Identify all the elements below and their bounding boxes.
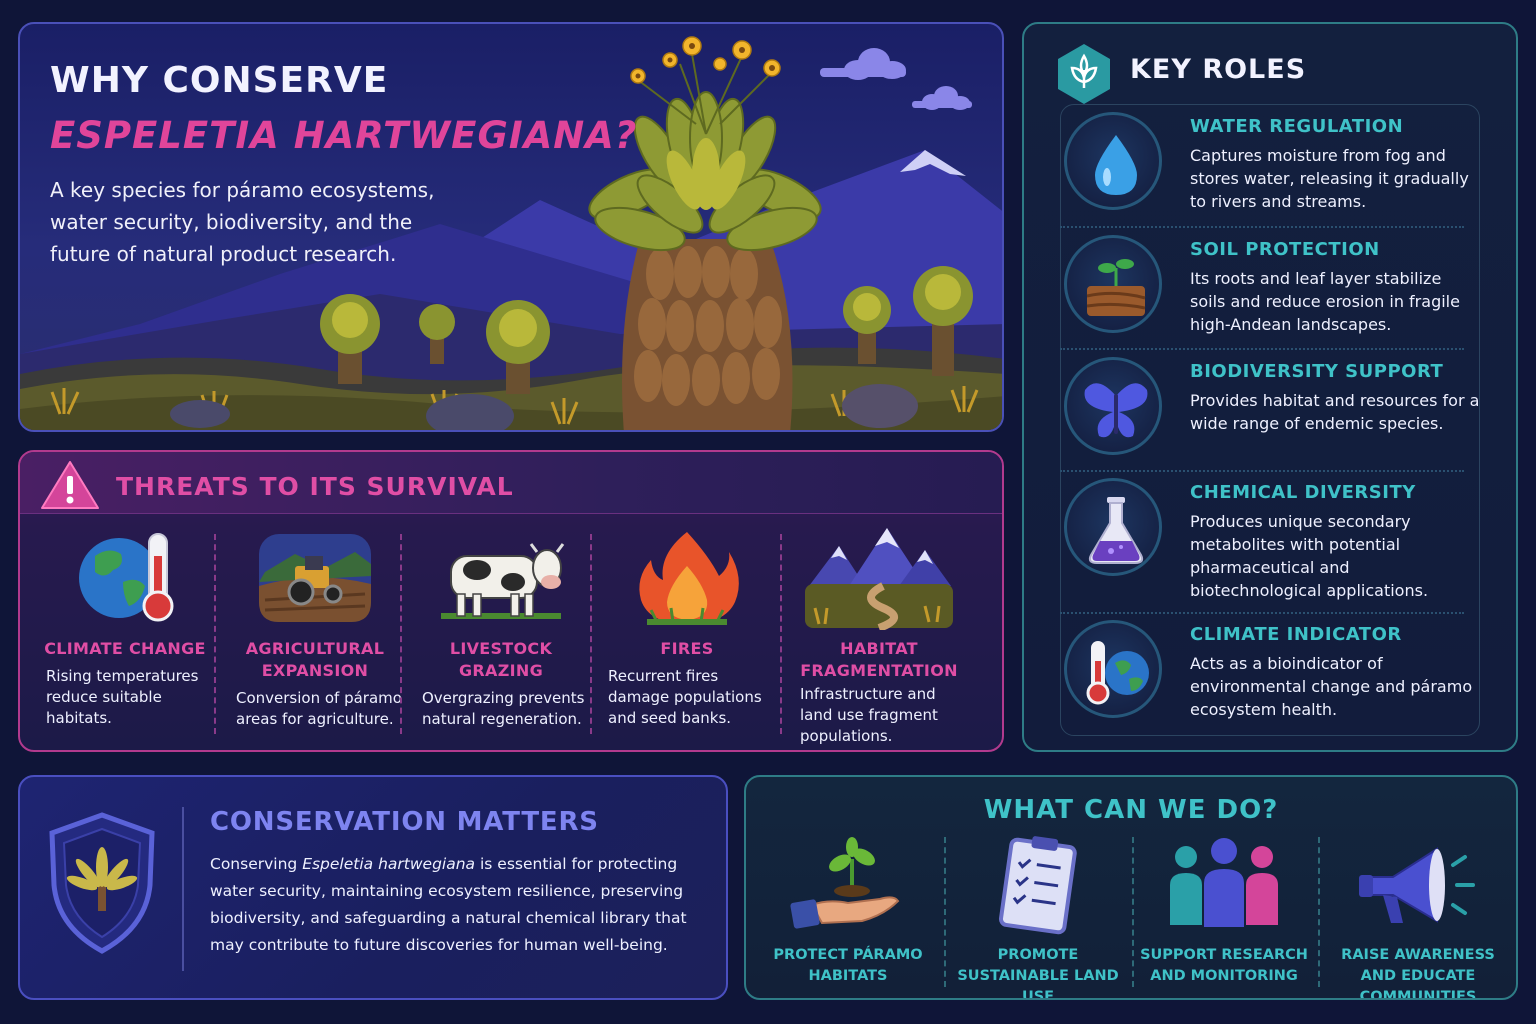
warning-icon [41, 461, 99, 509]
hero-panel: WHY CONSERVE ESPELETIA HARTWEGIANA? A ke… [18, 22, 1004, 432]
action-support-research: SUPPORT RESEARCH AND MONITORING [1130, 835, 1318, 987]
people-group-icon [1170, 838, 1278, 927]
divider [1318, 837, 1320, 987]
threat-fires: FIRES Recurrent fires damage populations… [596, 526, 778, 746]
action-protect-habitats: PROTECT PÁRAMO HABITATS [754, 835, 942, 987]
action-sustainable-land-use: PROMOTE SUSTAINABLE LAND USE [944, 835, 1132, 1000]
hand-sprout-icon [790, 837, 900, 929]
hero-description: A key species for páramo ecosystems, wat… [50, 178, 435, 266]
small-frailejon-illustration [320, 294, 380, 384]
role-name: CLIMATE INDICATOR [1190, 624, 1402, 645]
actions-title: WHAT CAN WE DO? [983, 795, 1279, 825]
role-description: Provides habitat and resources for a wid… [1190, 391, 1480, 433]
thermometer-globe-icon [1064, 620, 1162, 718]
species-name-inline: Espeletia hartwegiana [302, 855, 476, 873]
leaf-hexagon-icon [1058, 44, 1110, 104]
shield-plant-icon [49, 812, 155, 954]
key-roles-list [1060, 104, 1480, 736]
role-description: Captures moisture from fog and stores wa… [1190, 146, 1469, 211]
threats-title: THREATS TO ITS SURVIVAL [116, 472, 514, 501]
globe-thermometer-icon [79, 533, 174, 622]
divider [400, 534, 402, 734]
conservation-text-part: is essential for protecting water securi… [210, 855, 687, 954]
key-roles-title: KEY ROLES [1130, 54, 1307, 85]
actions-panel: WHAT CAN WE DO? PROTECT PÁRAMO HABITATS … [744, 775, 1518, 1000]
threat-livestock-grazing: LIVESTOCK GRAZING Overgrazing prevents n… [410, 526, 592, 746]
action-label: RAISE AWARENESS AND EDUCATE COMMUNITIES [1341, 947, 1495, 1000]
tractor-icon [259, 534, 371, 622]
divider [214, 534, 216, 734]
divider [1132, 837, 1134, 987]
divider [780, 534, 782, 734]
threat-name: LIVESTOCK GRAZING [449, 639, 553, 680]
role-name: CHEMICAL DIVERSITY [1190, 482, 1416, 503]
mountains-road-icon [805, 528, 953, 630]
threat-name: CLIMATE CHANGE [44, 639, 206, 658]
megaphone-icon [1359, 847, 1475, 923]
page-title: WHY CONSERVE [50, 60, 389, 101]
divider [1060, 226, 1464, 228]
divider [944, 837, 946, 987]
role-name: BIODIVERSITY SUPPORT [1190, 361, 1444, 382]
threats-panel: THREATS TO ITS SURVIVAL CLIMATE CHANGE R… [18, 450, 1004, 752]
divider [1060, 470, 1464, 472]
threat-description: Rising temperatures reduce suitable habi… [46, 667, 199, 727]
action-label: PROTECT PÁRAMO HABITATS [773, 947, 923, 984]
cloud-icon [820, 48, 906, 80]
role-name: SOIL PROTECTION [1190, 239, 1380, 260]
soil-sprout-icon [1064, 235, 1162, 333]
threat-name: AGRICULTURAL EXPANSION [245, 639, 385, 680]
threat-name: HABITAT FRAGMENTATION [800, 639, 958, 680]
threat-habitat-fragmentation: HABITAT FRAGMENTATION Infrastructure and… [788, 526, 970, 746]
threat-description: Recurrent fires damage populations and s… [608, 667, 762, 727]
butterfly-icon [1064, 357, 1162, 455]
divider [590, 534, 592, 734]
role-description: Its roots and leaf layer stabilize soils… [1190, 269, 1460, 334]
conservation-title: CONSERVATION MATTERS [210, 807, 599, 837]
conservation-text-part: Conserving [210, 855, 303, 873]
conservation-text: Conserving Espeletia hartwegiana is esse… [210, 851, 710, 959]
threat-climate-change: CLIMATE CHANGE Rising temperatures reduc… [34, 526, 216, 746]
role-description: Produces unique secondary metabolites wi… [1190, 512, 1429, 600]
threat-name: FIRES [660, 639, 714, 658]
divider [1060, 612, 1464, 614]
role-name: WATER REGULATION [1190, 116, 1404, 137]
cow-icon [441, 543, 565, 619]
threat-description: Infrastructure and land use fragment pop… [800, 685, 938, 745]
paramo-landscape-illustration [20, 36, 1002, 430]
threat-agricultural-expansion: AGRICULTURAL EXPANSION Conversion of pár… [224, 526, 406, 746]
divider [1060, 348, 1464, 350]
divider [182, 807, 184, 971]
clipboard-checklist-icon [998, 836, 1077, 935]
action-label: PROMOTE SUSTAINABLE LAND USE [957, 947, 1119, 1000]
espeletia-plant-illustration [588, 36, 822, 430]
fire-icon [639, 532, 739, 625]
water-drop-icon [1064, 112, 1162, 210]
action-label: SUPPORT RESEARCH AND MONITORING [1140, 947, 1308, 984]
threat-description: Conversion of páramo areas for agricultu… [236, 689, 402, 728]
role-description: Acts as a bioindicator of environmental … [1190, 654, 1473, 719]
threat-description: Overgrazing prevents natural regeneratio… [422, 689, 585, 728]
species-name-title: ESPELETIA HARTWEGIANA? [50, 114, 638, 157]
conservation-panel: CONSERVATION MATTERS Conserving Espeleti… [18, 775, 728, 1000]
flask-icon [1064, 478, 1162, 576]
threats-header: THREATS TO ITS SURVIVAL [20, 452, 1002, 514]
action-raise-awareness: RAISE AWARENESS AND EDUCATE COMMUNITIES [1324, 835, 1512, 1000]
